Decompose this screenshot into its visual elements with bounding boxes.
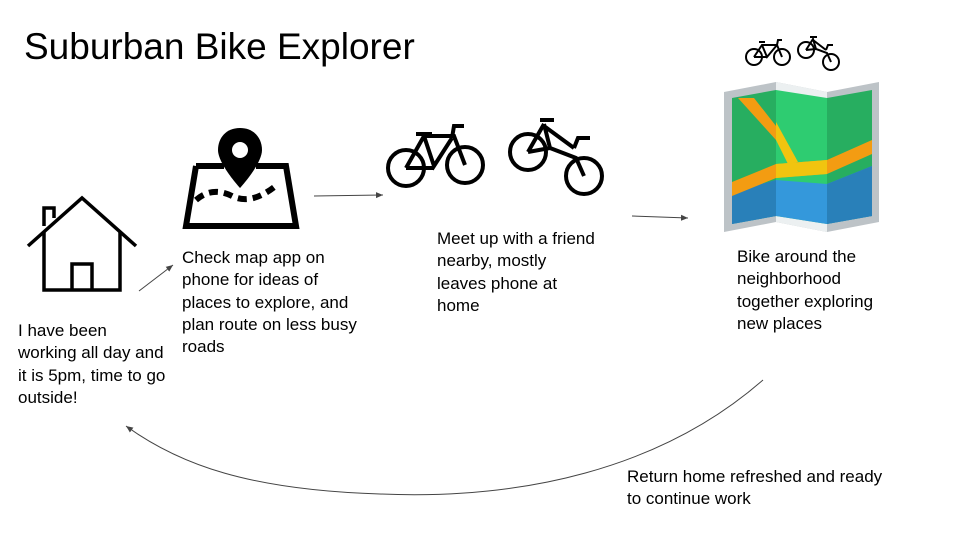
arrow-icon — [138, 264, 174, 292]
map-pin-icon — [182, 128, 300, 229]
bicycle-icon — [745, 39, 791, 66]
house-icon — [26, 195, 138, 292]
arrow-icon — [313, 192, 384, 199]
arrow-icon — [125, 379, 764, 496]
step-text-bike: Bike around the neighborhood together ex… — [737, 247, 874, 333]
step-text-plan: Check map app on phone for ideas of plac… — [182, 248, 357, 357]
step-text-meet: Meet up with a friend nearby, mostly lea… — [437, 229, 595, 315]
slide-title: Suburban Bike Explorer — [24, 26, 415, 67]
arrow-icon — [631, 214, 689, 221]
bicycle-icon — [508, 118, 604, 196]
bicycle-icon — [797, 36, 840, 71]
bicycle-icon — [386, 124, 485, 188]
folded-map-icon — [724, 82, 879, 232]
step-text-home: I have been working all day and it is 5p… — [18, 321, 166, 407]
step-text-return: Return home refreshed and ready to conti… — [627, 467, 883, 509]
